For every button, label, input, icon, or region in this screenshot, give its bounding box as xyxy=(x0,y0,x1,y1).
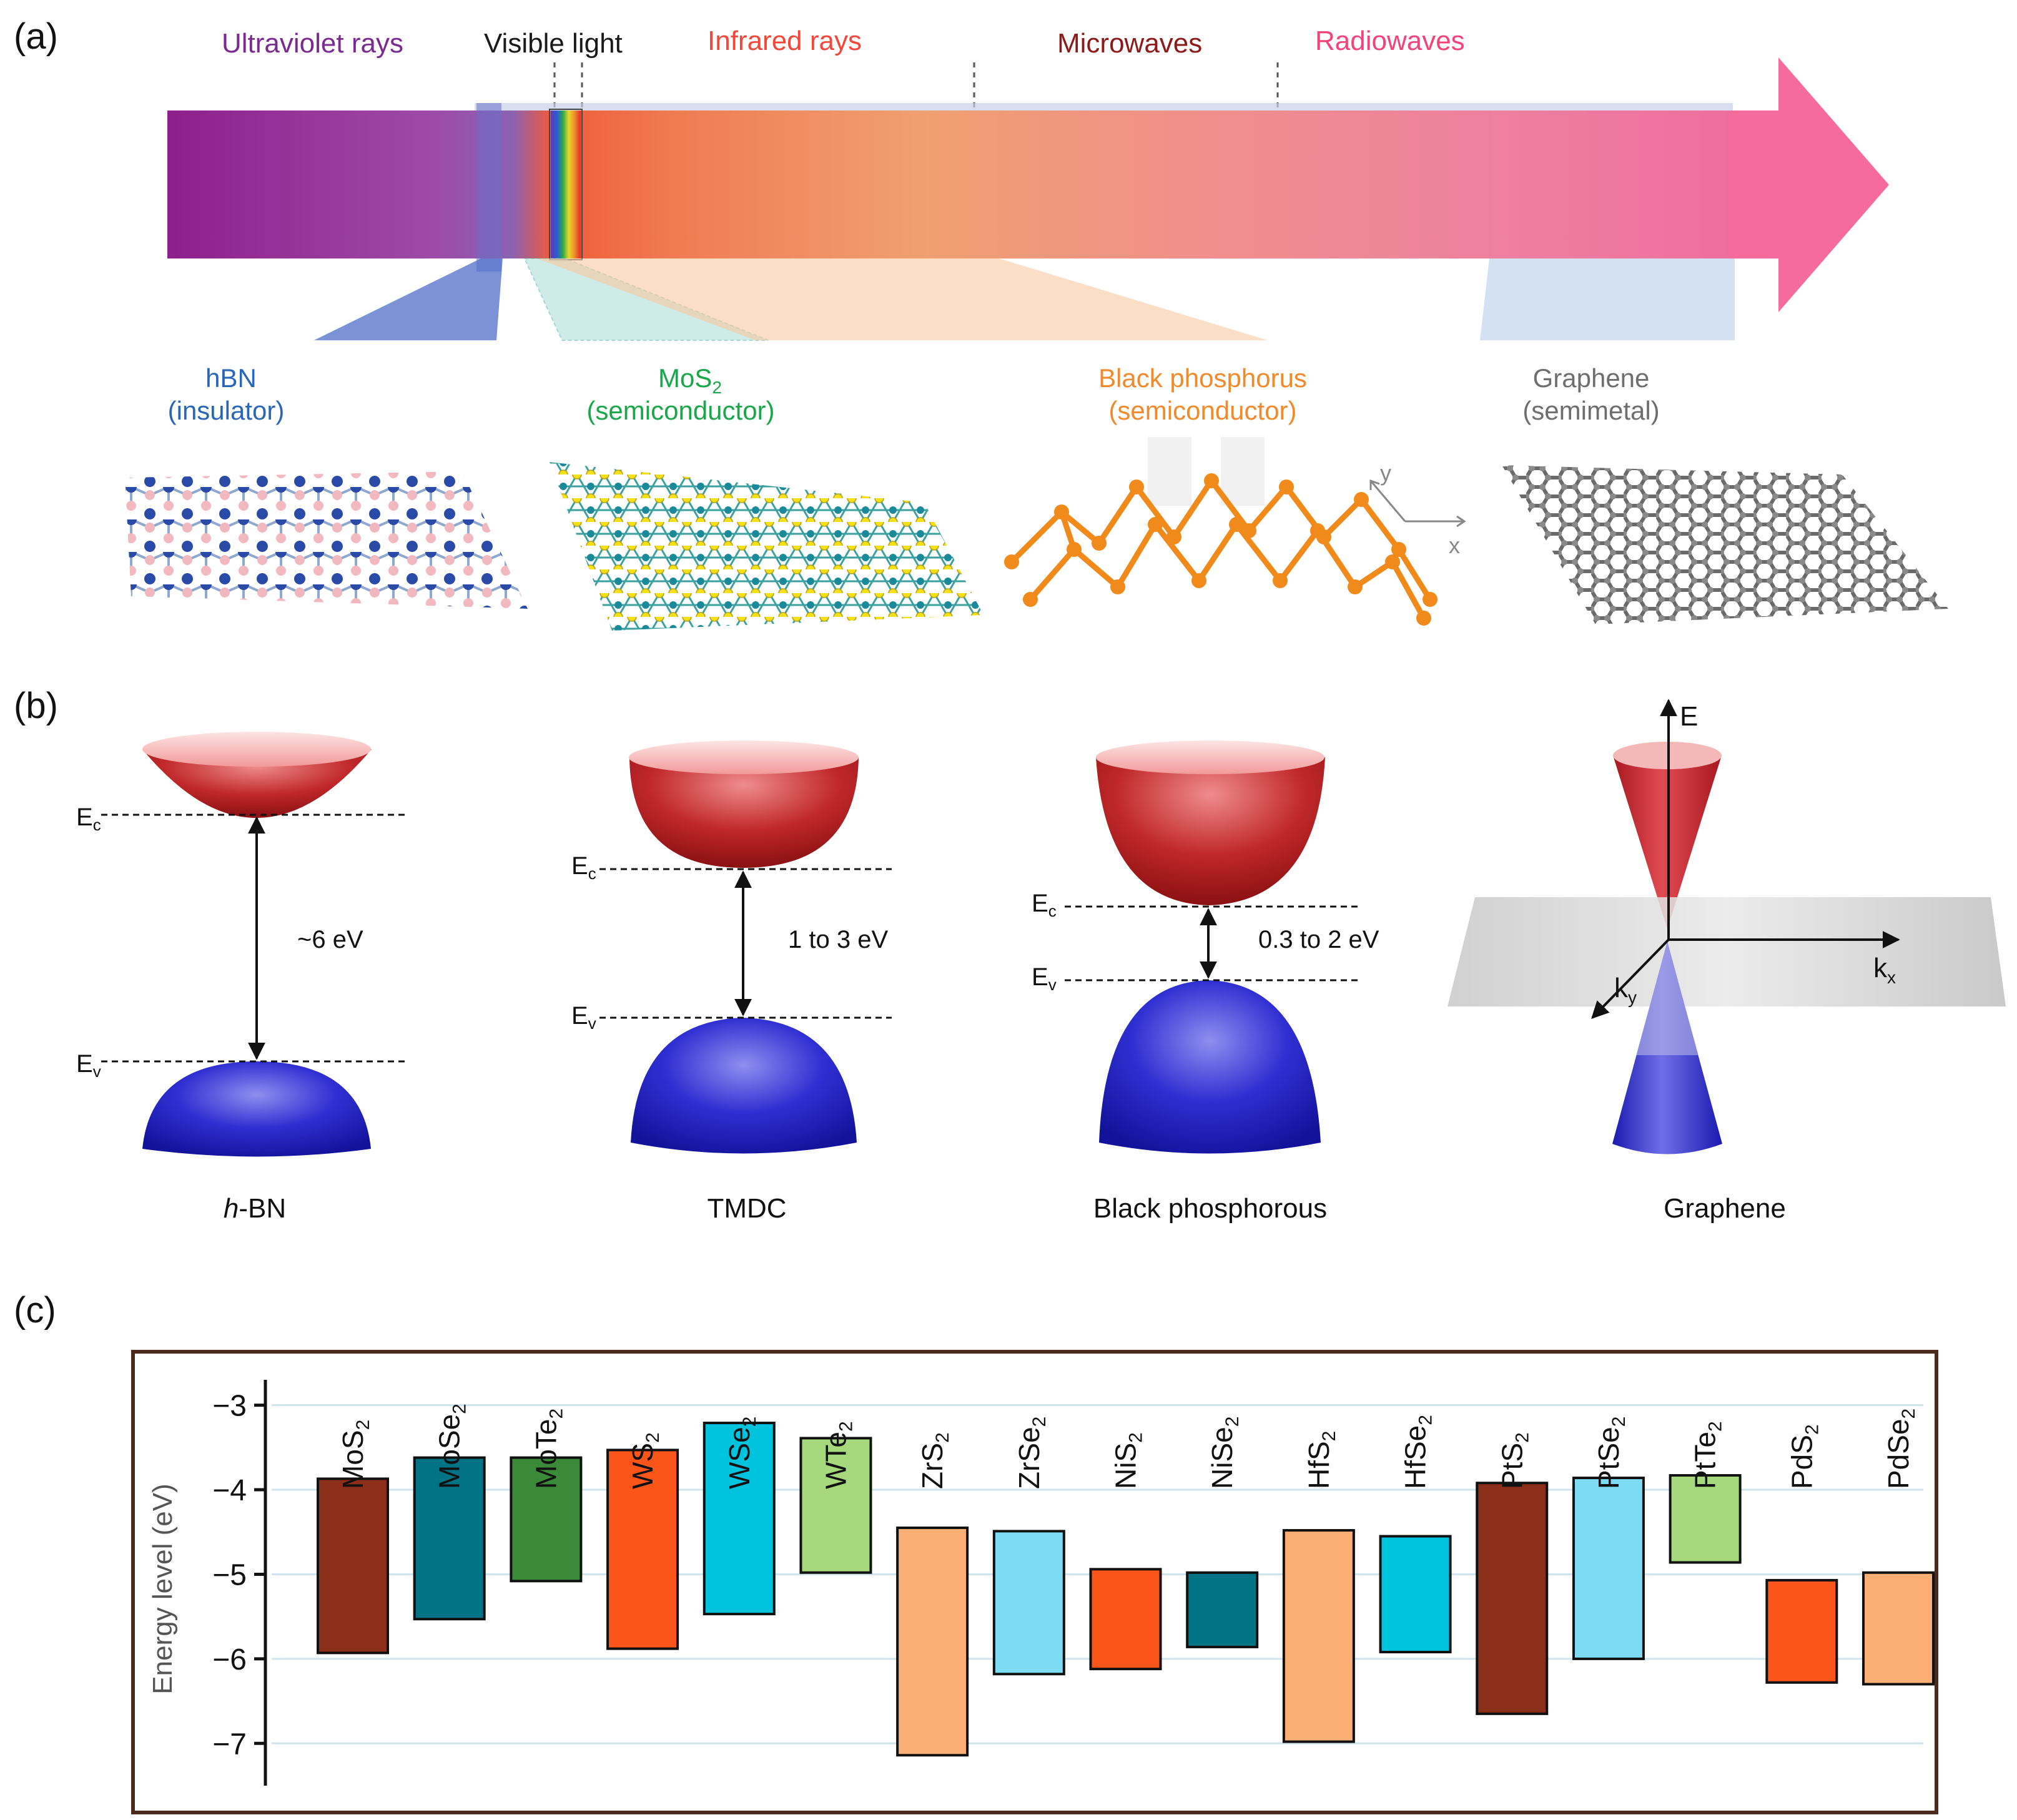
panel-label-c: (c) xyxy=(14,1290,56,1331)
hbn-name: hBN xyxy=(205,363,257,393)
bar-mos2 xyxy=(317,1477,389,1655)
graphene-e-axis: E xyxy=(1680,701,1698,732)
bar-pds2 xyxy=(1765,1578,1838,1684)
bp-name: Black phosphorus xyxy=(1098,363,1307,393)
bar-wte2 xyxy=(799,1437,872,1574)
bar-wse2 xyxy=(703,1422,776,1616)
category-label: WS2 xyxy=(626,1432,663,1489)
bp-axes xyxy=(1369,479,1466,528)
tmdc-gap: 1 to 3 eV xyxy=(788,926,888,953)
mos2-name: MoS2 xyxy=(658,363,722,397)
label-visible-light: Visible light xyxy=(484,28,623,59)
chart-frame xyxy=(131,1350,1938,1814)
energy-level-chart: −3 −4 −5 −6 −7 Energy level (eV) MoS2 MoSe2 MoTe… xyxy=(147,1380,1935,1786)
tmdc-ec: Ec xyxy=(571,852,596,883)
panel-label-a: (a) xyxy=(14,16,58,57)
hbn-gap: ~6 eV xyxy=(297,926,363,953)
bar-hfse2 xyxy=(1379,1535,1452,1654)
category-label: HfSe2 xyxy=(1399,1415,1436,1489)
category-label: ZrS2 xyxy=(916,1432,953,1489)
label-microwaves: Microwaves xyxy=(1057,28,1202,59)
hbn-label: h-BN xyxy=(224,1193,286,1224)
hbn-lattice xyxy=(125,471,528,609)
graphene-label: Graphene xyxy=(1664,1193,1786,1224)
graphene-ky-axis: ky xyxy=(1614,973,1637,1007)
category-label: MoS2 xyxy=(337,1420,373,1489)
spectrum-labels: Ultraviolet rays Visible light Infrared … xyxy=(222,26,1465,59)
category-label: ZrSe2 xyxy=(1013,1417,1050,1489)
mos2-lattice xyxy=(550,462,984,631)
hbn-kind: (insulator) xyxy=(168,396,285,425)
category-label: MoSe2 xyxy=(433,1404,470,1489)
bar-hfs2 xyxy=(1282,1529,1355,1743)
category-label: HfS2 xyxy=(1303,1431,1339,1489)
category-label: PtTe2 xyxy=(1689,1421,1726,1489)
band-bp: Ec Ev 0.3 to 2 eV Black phosphorous xyxy=(1032,740,1379,1224)
y-tick-label: −6 xyxy=(212,1643,247,1676)
label-radiowaves: Radiowaves xyxy=(1315,26,1465,56)
category-label: WTe2 xyxy=(819,1421,856,1489)
lattice-images: x y xyxy=(125,437,1948,631)
tmdc-ev: Ev xyxy=(571,1002,596,1033)
y-tick-label: −7 xyxy=(212,1728,247,1761)
bar-mose2 xyxy=(413,1456,486,1621)
graphene-kind: (semimetal) xyxy=(1522,396,1659,425)
bar-mote2 xyxy=(510,1456,583,1583)
y-axis-label: Energy level (eV) xyxy=(147,1483,178,1694)
bp-axis-x: x xyxy=(1449,533,1460,558)
mos2-kind: (semiconductor) xyxy=(586,396,774,425)
spectrum-projections xyxy=(314,258,1735,341)
bp-ec: Ec xyxy=(1032,890,1057,920)
tmdc-label: TMDC xyxy=(707,1193,786,1224)
bp-axis-y: y xyxy=(1380,460,1391,486)
bar-ptse2 xyxy=(1572,1477,1645,1660)
bar-nise2 xyxy=(1186,1571,1259,1648)
graphene-lattice xyxy=(1502,465,1948,624)
y-tick-label: −3 xyxy=(212,1390,247,1423)
y-tick-label: −4 xyxy=(212,1474,247,1507)
category-label: MoTe2 xyxy=(530,1409,566,1489)
graphene-name: Graphene xyxy=(1533,363,1650,393)
bar-pdse2 xyxy=(1862,1571,1935,1686)
bp-label: Black phosphorous xyxy=(1093,1193,1327,1224)
category-label: PdSe2 xyxy=(1882,1409,1919,1489)
panel-label-b: (b) xyxy=(14,686,58,726)
band-tmdc: Ec Ev 1 to 3 eV TMDC xyxy=(571,740,892,1224)
bar-nis2 xyxy=(1089,1568,1162,1671)
category-label: PtS2 xyxy=(1496,1432,1532,1489)
bar-zrse2 xyxy=(992,1530,1065,1676)
material-titles: hBN (insulator) MoS2 (semiconductor) Bla… xyxy=(168,363,1660,425)
y-tick-label: −5 xyxy=(212,1558,247,1591)
bar-pts2 xyxy=(1476,1482,1549,1715)
category-label: PdS2 xyxy=(1785,1424,1822,1489)
label-infrared: Infrared rays xyxy=(708,26,862,56)
band-graphene: E kx ky Graphene xyxy=(1447,699,2006,1224)
hbn-ec: Ec xyxy=(76,804,101,834)
bar-zrs2 xyxy=(896,1526,969,1757)
category-label: NiSe2 xyxy=(1206,1417,1243,1489)
spectrum-arrow xyxy=(167,57,1889,312)
bp-gap: 0.3 to 2 eV xyxy=(1258,926,1379,953)
spectrum-boundaries xyxy=(553,62,1279,109)
category-label: PtSe2 xyxy=(1592,1417,1629,1489)
category-label: WSe2 xyxy=(723,1417,760,1489)
graphene-kx-axis: kx xyxy=(1873,953,1896,987)
band-hbn: Ec Ev ~6 eV h-BN xyxy=(76,732,406,1224)
bar-ws2 xyxy=(606,1449,679,1650)
category-label: NiS2 xyxy=(1110,1432,1147,1489)
bar-ptte2 xyxy=(1669,1474,1742,1564)
bp-kind: (semiconductor) xyxy=(1108,396,1296,425)
bp-ev: Ev xyxy=(1032,963,1057,994)
bp-lattice xyxy=(1004,437,1438,626)
hbn-ev: Ev xyxy=(76,1050,101,1081)
label-ultraviolet: Ultraviolet rays xyxy=(222,28,403,59)
